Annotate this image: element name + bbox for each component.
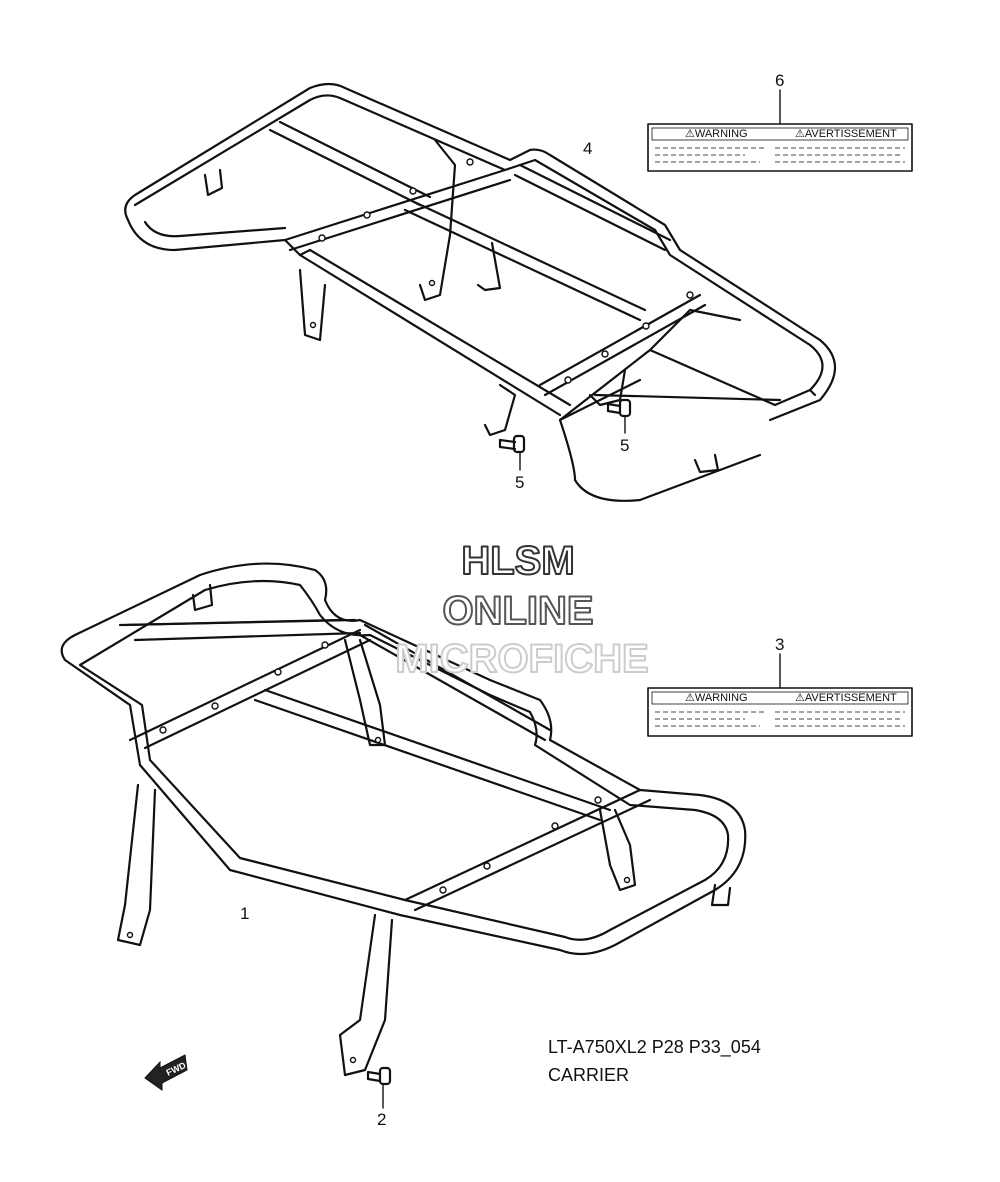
watermark-line-3: MICROFICHE	[395, 637, 648, 681]
watermark-line-2: ONLINE	[442, 589, 593, 633]
callout-5-left: 5	[515, 473, 524, 492]
label-6-warning-text: ⚠WARNING	[685, 128, 748, 140]
label-6-avertissement-text: ⚠AVERTISSEMENT	[795, 128, 897, 140]
bolt-part-5-left[interactable]	[498, 434, 526, 454]
callout-5-right: 5	[620, 436, 629, 455]
callout-6: 6	[775, 71, 784, 90]
label-3-warning-text: ⚠WARNING	[685, 692, 748, 704]
warning-label-part-6[interactable]: ⚠WARNING ⚠AVERTISSEMENT	[647, 123, 913, 172]
front-carrier-part-1[interactable]	[60, 562, 747, 1077]
rear-carrier-part-4[interactable]	[124, 82, 836, 502]
watermark-line-1: HLSM	[461, 539, 574, 583]
watermark: HLSM ONLINE MICROFICHE	[394, 538, 649, 682]
bolt-part-2[interactable]	[366, 1066, 392, 1086]
fwd-arrow-icon: FWD	[144, 1054, 188, 1091]
callout-2: 2	[377, 1110, 386, 1129]
callout-leaders	[382, 89, 781, 1109]
warning-label-part-3[interactable]: ⚠WARNING ⚠AVERTISSEMENT	[647, 687, 913, 737]
diagram-code: LT-A750XL2 P28 P33_054	[548, 1037, 761, 1058]
label-3-avertissement-text: ⚠AVERTISSEMENT	[795, 692, 897, 704]
callout-1: 1	[240, 904, 249, 923]
callout-4: 4	[583, 139, 592, 158]
callout-3: 3	[775, 635, 784, 654]
diagram-title: CARRIER	[548, 1065, 629, 1085]
